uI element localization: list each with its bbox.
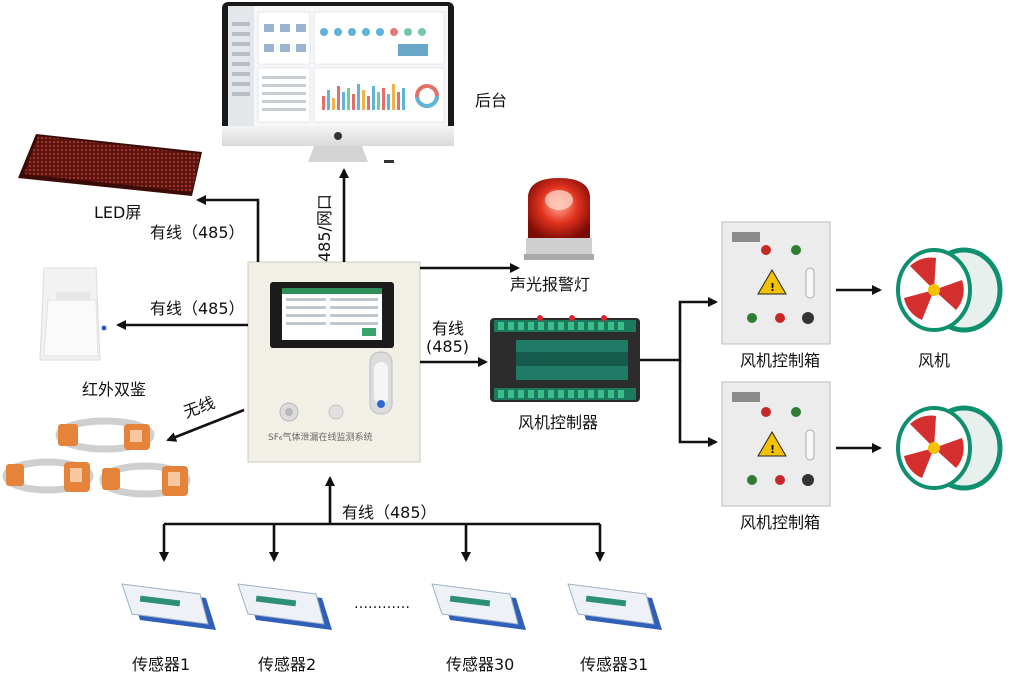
fan-control-box-1: !: [721, 221, 831, 345]
led-screen-label: LED屏: [94, 203, 141, 222]
connectors: [116, 168, 882, 562]
fan-control-box-2-label: 风机控制箱: [740, 513, 820, 532]
label-wireless: 无线: [181, 393, 218, 422]
backend-monitor: [222, 2, 454, 163]
arrow-to-wristbands: [166, 408, 245, 442]
fan-2-image: [896, 405, 1003, 491]
infrared-label: 红外双鉴: [82, 380, 146, 399]
sensor-31-image: [567, 583, 662, 630]
infrared-detector-image: [39, 267, 107, 361]
alarm-light-image: [524, 178, 594, 260]
sensor-30-label: 传感器30: [446, 655, 514, 674]
sensor-1-image: [121, 583, 216, 630]
svg-text:!: !: [770, 443, 775, 456]
fan-control-box-1-label: 风机控制箱: [740, 351, 820, 370]
led-screen-image: [18, 134, 202, 196]
arrow-to-led: [196, 195, 260, 262]
sensor-1-label: 传感器1: [132, 655, 190, 674]
svg-text:!: !: [770, 281, 775, 294]
sensor-2-label: 传感器2: [258, 655, 316, 674]
sensor-ellipsis: …………: [354, 596, 410, 612]
fan-label: 风机: [918, 351, 950, 370]
fan-controller-label: 风机控制器: [518, 413, 598, 432]
sensor-30-image: [431, 583, 526, 630]
label-fan-controller-1: 有线: [432, 319, 464, 338]
fan-1-image: [896, 247, 1003, 333]
label-to-led: 有线（485）: [150, 223, 245, 242]
panel-caption: SF₆气体泄漏在线监测系统: [268, 431, 373, 443]
fan-controller-image: [490, 315, 640, 402]
arrow-to-fan-box-1: [640, 297, 718, 362]
label-to-infrared: 有线（485）: [150, 299, 245, 318]
label-sensor-bus: 有线（485）: [342, 503, 437, 522]
main-control-panel: [247, 261, 421, 463]
alarm-light-label: 声光报警灯: [510, 275, 590, 294]
fan-control-box-2: !: [721, 381, 831, 507]
backend-label: 后台: [475, 91, 507, 110]
wristbands-image: [2, 417, 191, 498]
sensor-2-image: [237, 583, 332, 630]
label-fan-controller-2: (485): [426, 337, 469, 356]
sensor-31-label: 传感器31: [580, 655, 648, 674]
label-to-backend: 485/网口: [315, 194, 334, 262]
arrow-to-fan-box-2: [678, 360, 718, 447]
